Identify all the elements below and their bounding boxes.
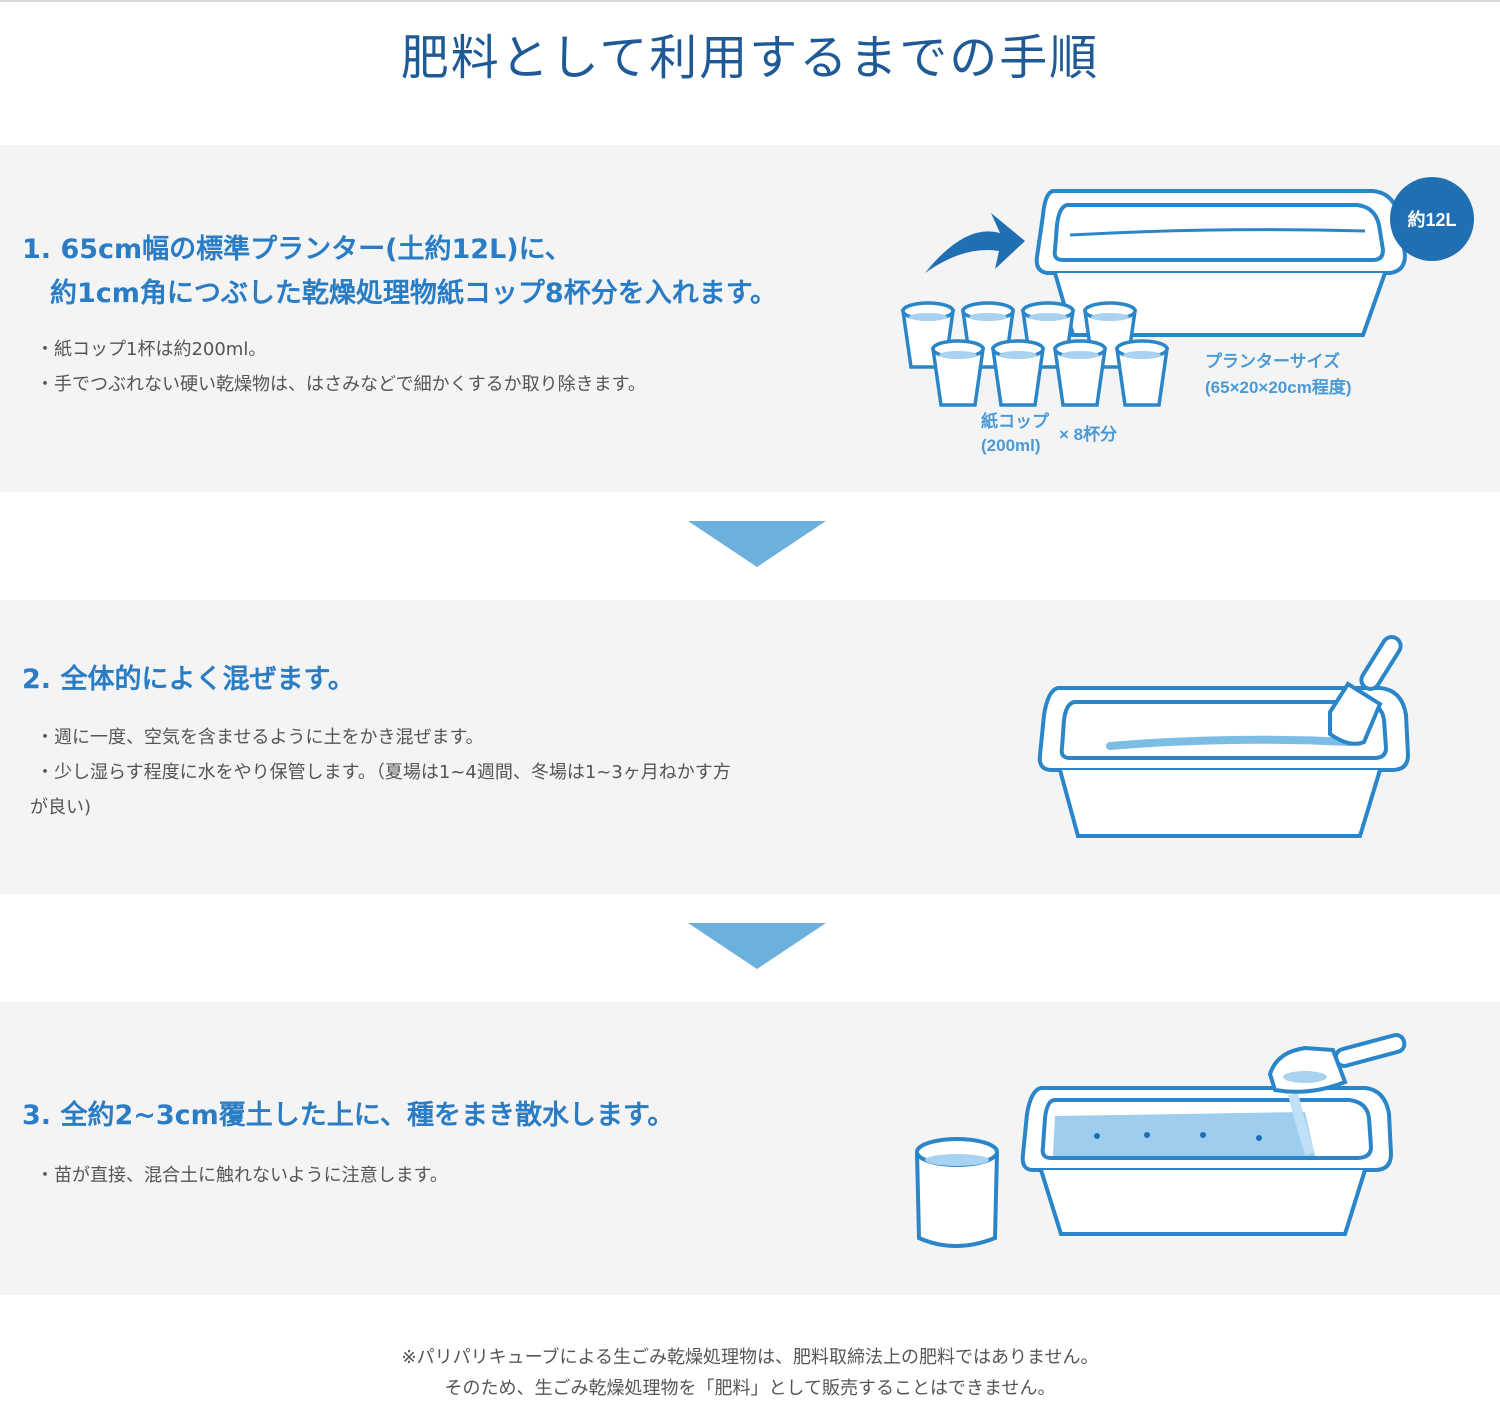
step-1-heading-line2: 約1cm角につぶした乾燥処理物紙コップ8杯分を入れます。 xyxy=(50,278,778,309)
paper-cups-icon xyxy=(900,301,1170,407)
list-item: ・苗が直接、混合土に触れないように注意します。 xyxy=(36,1165,448,1186)
step-1-heading: 1. 65cm幅の標準プランター(土約12L)に、 約1cm角につぶした乾燥処理… xyxy=(22,228,777,316)
step-1-heading-line1: 1. 65cm幅の標準プランター(土約12L)に、 xyxy=(22,234,572,265)
scoop-icon xyxy=(1328,635,1403,746)
step-1-notes: ・紙コップ1杯は約200ml。 ・手でつぶれない硬い乾燥物は、はさみなどで細かく… xyxy=(36,332,646,402)
down-arrow-icon xyxy=(688,923,826,969)
list-item: ・少し湿らす程度に水をやり保管します。（夏場は1~4週間、冬場は1~3ヶ月ねかす… xyxy=(36,762,731,783)
cup-label: 紙コップ xyxy=(981,411,1050,431)
footer-line1: ※パリパリキューブによる生ごみ乾燥処理物は、肥料取締法上の肥料ではありません。 xyxy=(401,1347,1099,1368)
footer-disclaimer: ※パリパリキューブによる生ごみ乾燥処理物は、肥料取締法上の肥料ではありません。 … xyxy=(0,1342,1500,1404)
step-1-panel: 1. 65cm幅の標準プランター(土約12L)に、 約1cm角につぶした乾燥処理… xyxy=(0,145,1500,492)
list-item: が良い) xyxy=(30,797,92,818)
page-title: 肥料として利用するまでの手順 xyxy=(400,30,1100,86)
mixing-planter-illustration xyxy=(1037,635,1411,838)
step-2-panel: 2. 全体的によく混ぜます。 ・週に一度、空気を含ませるように土をかき混ぜます。… xyxy=(0,600,1500,894)
planter-icon xyxy=(1037,686,1411,838)
volume-badge-text: 約12L xyxy=(1407,209,1456,230)
planter-size-dims: (65×20×20cm程度) xyxy=(1205,377,1351,397)
step-2-heading: 2. 全体的によく混ぜます。 xyxy=(22,664,355,695)
footer-line2: そのため、生ごみ乾燥処理物を「肥料」として販売することはできません。 xyxy=(444,1378,1056,1399)
soil-area xyxy=(1053,1112,1315,1156)
down-arrow-icon xyxy=(688,521,826,567)
step-3-heading: 3. 全約2~3cm覆土した上に、種をまき散水します。 xyxy=(22,1100,675,1131)
list-item: ・手でつぶれない硬い乾燥物は、はさみなどで細かくするか取り除きます。 xyxy=(36,374,646,395)
planter-and-cups-illustration: 約12L プランターサイズ (65×20×20cm程度) 紙コップ (200ml… xyxy=(900,177,1474,455)
list-item: ・紙コップ1杯は約200ml。 xyxy=(36,339,267,360)
cup-volume-label: (200ml) xyxy=(981,436,1041,455)
curved-arrow-icon xyxy=(925,213,1025,273)
volume-badge xyxy=(1390,177,1474,261)
scoop-icon xyxy=(1267,1033,1407,1094)
planter-size-label: プランターサイズ xyxy=(1205,351,1340,371)
watering-planter-illustration xyxy=(915,1033,1407,1248)
step-3-notes: ・苗が直接、混合土に触れないように注意します。 xyxy=(36,1158,448,1193)
top-divider xyxy=(0,0,1500,2)
water-cup-icon xyxy=(915,1137,999,1248)
cup-count-label: × 8杯分 xyxy=(1059,424,1117,444)
water-stream xyxy=(1288,1092,1315,1156)
planter-icon xyxy=(1020,1086,1394,1236)
soil-surface xyxy=(1106,735,1354,750)
list-item: ・週に一度、空気を含ませるように土をかき混ぜます。 xyxy=(36,727,484,748)
seed-dots xyxy=(1094,1132,1262,1141)
step-2-notes: ・週に一度、空気を含ませるように土をかき混ぜます。 ・少し湿らす程度に水をやり保… xyxy=(30,720,731,825)
step-3-panel: 3. 全約2~3cm覆土した上に、種をまき散水します。 ・苗が直接、混合土に触れ… xyxy=(0,1002,1500,1295)
planter-icon xyxy=(1034,189,1408,337)
